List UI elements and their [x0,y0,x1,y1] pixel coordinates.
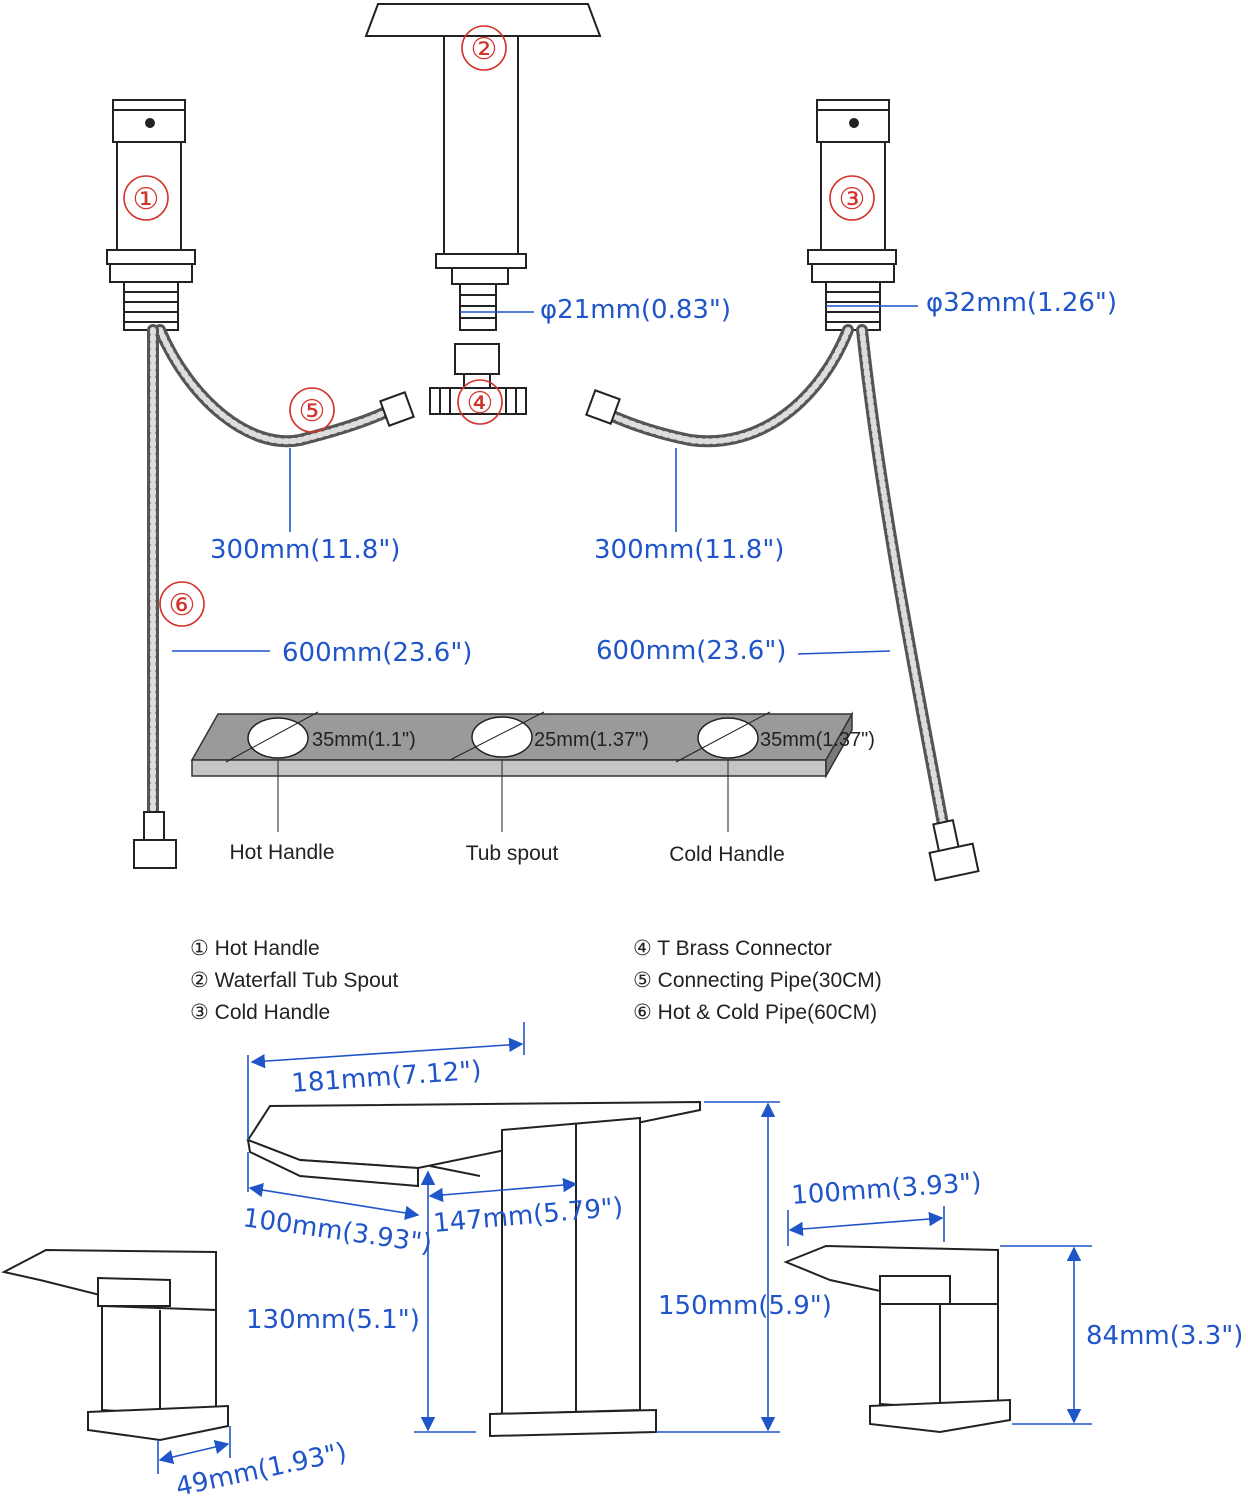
plate-hole3-dim: 35mm(1.37") [760,729,875,751]
pipe-right-short-dim: 300mm(11.8") [594,535,784,565]
assembled-dim-lines [157,1022,1092,1474]
plate-hole2-dim: 25mm(1.37") [534,729,649,751]
legend: ① Hot Handle ② Waterfall Tub Spout ③ Col… [190,937,882,1024]
marker-2: ② [471,32,498,67]
plate-hole-1 [247,717,309,759]
legend-item-3: ③ Cold Handle [190,1001,330,1024]
handle-length-dim: 100mm(3.93") [790,1168,982,1211]
assembled-cold-handle [783,1244,1011,1434]
spout-length-dim: 181mm(7.12") [290,1056,482,1099]
assembled-hot-handle [1,1248,229,1442]
legend-item-4: ④ T Brass Connector [633,937,832,960]
tub-spout-part [364,3,602,331]
plate-hole1-dim: 35mm(1.1") [312,729,416,751]
plate-hole-3 [697,717,759,759]
spout-reach-dim: 100mm(3.93") [241,1203,434,1259]
mounting-plate [190,711,854,832]
legend-item-1: ① Hot Handle [190,937,320,960]
handle-base-dim: 49mm(1.93") [173,1437,349,1500]
spout-clearance-dim: 130mm(5.1") [246,1305,420,1335]
hot-handle-thread [123,281,179,331]
legend-item-2: ② Waterfall Tub Spout [190,969,398,992]
spout-thread-dim: φ21mm(0.83") [540,295,731,325]
legend-item-6: ⑥ Hot & Cold Pipe(60CM) [633,1001,877,1024]
pipe-left-short-dim: 300mm(11.8") [210,535,400,565]
spout-height-dim: 150mm(5.9") [658,1291,832,1321]
hot-handle-part [106,99,196,331]
marker-6: ⑥ [169,588,196,623]
plate-label-cold: Cold Handle [669,843,785,866]
plate-label-spout: Tub spout [466,842,559,865]
marker-1: ① [133,182,160,217]
handle-thread-dim: φ32mm(1.26") [926,288,1117,318]
pipe-left-long-dim: 600mm(23.6") [282,638,472,668]
part-markers: ① ② ③ ④ ⑤ ⑥ [123,25,875,627]
pipe-right-long-dim: 600mm(23.6") [596,636,786,666]
plate-hole-2 [471,716,533,758]
legend-item-5: ⑤ Connecting Pipe(30CM) [633,969,882,992]
assembled-spout [246,1100,701,1438]
handle-height-dim: 84mm(3.3") [1086,1321,1243,1351]
marker-5: ⑤ [299,394,326,429]
exploded-leaders [172,305,918,655]
marker-4: ④ [467,386,494,421]
plate-label-hot: Hot Handle [229,841,334,864]
marker-3: ③ [839,182,866,217]
t-connector-part [429,343,527,415]
hoses [133,324,980,882]
